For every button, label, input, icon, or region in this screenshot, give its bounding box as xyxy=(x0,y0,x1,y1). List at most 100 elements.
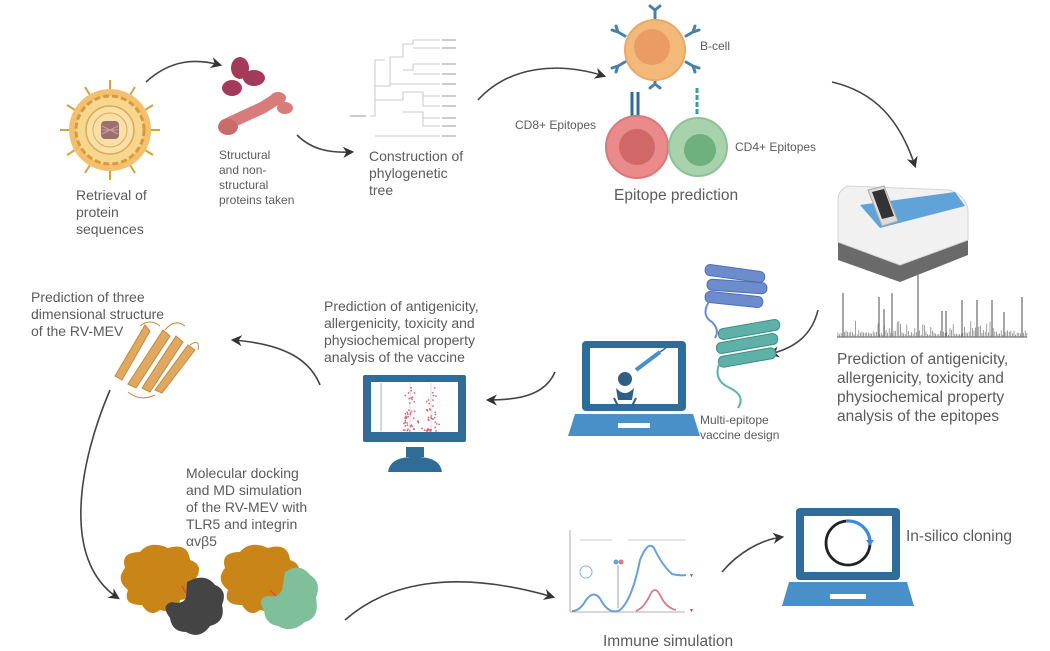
scatter-dot xyxy=(409,413,412,416)
scatter-dot xyxy=(404,394,407,397)
scatter-dot xyxy=(404,425,407,427)
scatter-dot xyxy=(434,413,437,416)
scatter-dot xyxy=(409,425,412,428)
scatter-dot xyxy=(410,410,413,413)
arrow-vaccine-to-3d xyxy=(230,335,321,386)
scatter-dot xyxy=(432,418,434,421)
svg-text:▼: ▼ xyxy=(689,608,694,614)
scatter-dot xyxy=(417,421,420,424)
label-docking: Molecular docking and MD simulation of t… xyxy=(186,465,308,549)
scatter-dot xyxy=(403,429,406,431)
label-phylogenetic-tree: Construction of phylogenetic tree xyxy=(369,148,464,198)
scatter-dot xyxy=(409,412,412,414)
scatter-dot xyxy=(406,413,409,415)
laptop-plasmid-icon xyxy=(782,508,914,606)
analyzer-machine-icon xyxy=(837,185,969,282)
arrow-retrieval-to-proteins xyxy=(145,57,223,83)
scatter-dot xyxy=(434,426,437,429)
scatter-dot xyxy=(434,411,437,414)
scatter-dot xyxy=(407,409,410,412)
scatter-dot xyxy=(410,386,412,389)
arrow-epitope-to-analyzer xyxy=(831,81,918,169)
scatter-dot xyxy=(408,397,411,400)
scatter-dot xyxy=(430,429,432,432)
scatter-dot xyxy=(406,411,409,414)
scatter-dot xyxy=(433,416,436,419)
scatter-dot xyxy=(406,422,408,424)
docking-complex-icon xyxy=(120,544,318,635)
label-cd8-epitopes: CD8+ Epitopes xyxy=(515,118,597,132)
scatter-dot xyxy=(432,394,435,397)
label-bcell: B-cell xyxy=(700,39,731,53)
label-epitope-analysis: Prediction of antigenicity, allergenicit… xyxy=(837,351,1009,425)
scatter-dot xyxy=(438,423,440,426)
scatter-dot xyxy=(435,422,438,425)
scatter-dot xyxy=(434,421,437,424)
scatter-dot xyxy=(430,417,433,420)
scatter-dot xyxy=(427,419,430,422)
label-immune-simulation: Immune simulation xyxy=(603,633,734,650)
label-cd4-epitopes: CD4+ Epitopes xyxy=(735,140,817,154)
scatter-dot xyxy=(412,428,415,431)
scatter-dot xyxy=(425,429,428,432)
scatter-dot xyxy=(427,416,430,419)
scatter-dot xyxy=(404,416,406,419)
scatter-dot xyxy=(404,412,407,415)
scatter-dot xyxy=(413,400,416,403)
scatter-dot xyxy=(410,424,413,427)
label-3d-structure: Prediction of three dimensional structur… xyxy=(31,289,165,339)
label-proteins: Structural and non- structural proteins … xyxy=(219,148,295,207)
scatter-dot xyxy=(428,402,431,405)
scatter-dot xyxy=(406,429,409,432)
scatter-dot xyxy=(407,392,410,394)
label-insilico-cloning: In-silico cloning xyxy=(906,528,1012,545)
arrow-analyzer-to-mev xyxy=(767,309,819,358)
scatter-dot xyxy=(402,429,405,431)
scatter-dot xyxy=(435,430,438,432)
scatter-dot xyxy=(407,415,409,418)
monitor-scatter-icon xyxy=(363,375,466,472)
scatter-dot xyxy=(405,416,408,419)
scatter-dot xyxy=(433,386,436,389)
arrow-mev-to-vaccine xyxy=(485,371,556,406)
immune-response-graph-icon: ▼ ▼ xyxy=(569,530,694,614)
scatter-dot xyxy=(408,430,411,432)
scatter-dot xyxy=(412,417,415,420)
scatter-dot xyxy=(402,422,405,425)
scatter-dot xyxy=(413,392,416,394)
scatter-dot xyxy=(435,395,437,397)
scatter-dot xyxy=(425,400,428,403)
scatter-dot xyxy=(426,410,429,412)
scatter-dot xyxy=(413,410,416,413)
scatter-dot xyxy=(421,427,423,430)
beta-sheet-protein-icon xyxy=(114,321,199,399)
label-retrieval: Retrieval of protein sequences xyxy=(76,187,147,237)
scatter-dot xyxy=(411,425,414,428)
scatter-dot xyxy=(416,420,419,423)
arrow-immune-to-cloning xyxy=(721,532,785,573)
virus-icon xyxy=(60,80,160,180)
phylogenetic-tree-icon xyxy=(370,39,440,137)
label-mev-design: Multi-epitope vaccine design xyxy=(700,413,780,442)
scatter-dot xyxy=(429,408,432,411)
scatter-dot xyxy=(423,429,426,432)
laptop-vaccine-icon xyxy=(568,341,700,436)
arrow-proteins-to-phylo xyxy=(296,134,355,158)
arrows xyxy=(80,57,918,621)
svg-text:▼: ▼ xyxy=(689,573,694,579)
scatter-dot xyxy=(406,424,409,427)
protein-icon xyxy=(218,57,293,135)
multi-epitope-protein-icon xyxy=(704,264,781,409)
scatter-dot xyxy=(432,405,434,407)
scatter-dot xyxy=(427,399,430,401)
scatter-dot xyxy=(409,402,411,404)
scatter-dot xyxy=(410,389,413,392)
scatter-dot xyxy=(431,391,434,394)
arrow-docking-to-immune xyxy=(344,581,556,621)
scatter-dot xyxy=(404,419,407,422)
scatter-dot xyxy=(432,399,434,401)
label-epitope-prediction: Epitope prediction xyxy=(614,187,739,204)
tree-leaf-labels xyxy=(350,39,456,137)
arrow-phylo-to-epitope xyxy=(477,67,607,101)
